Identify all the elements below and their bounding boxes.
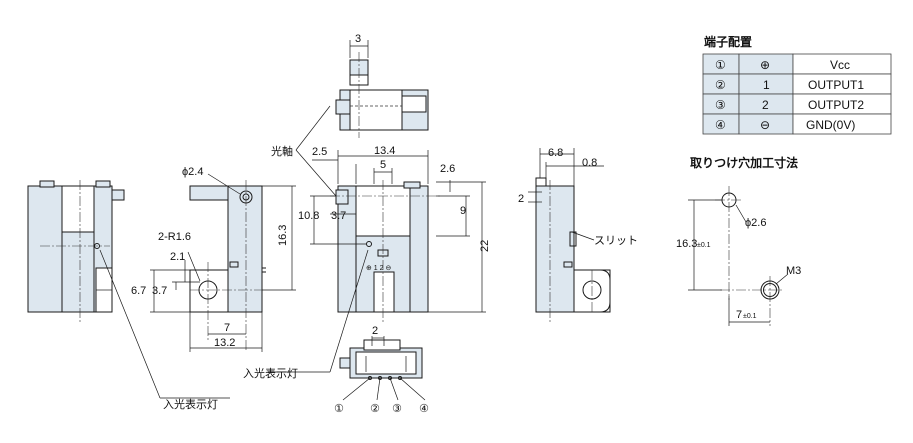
terminal-table-title: 端子配置 bbox=[704, 34, 752, 49]
mount-horizontal-tol: ±0.1 bbox=[743, 313, 757, 320]
dim-top-3: 3 bbox=[355, 33, 361, 45]
mount-vertical: 16.3 bbox=[676, 238, 697, 250]
table-row-2-no: ② bbox=[715, 78, 726, 92]
dim-2-r1-6: 2-R1.6 bbox=[158, 231, 191, 243]
dim-13-2: 13.2 bbox=[214, 337, 235, 349]
side-view bbox=[150, 173, 296, 352]
mount-hole-dia: ϕ2.6 bbox=[745, 217, 766, 229]
table-row-2-mark: 1 bbox=[763, 78, 770, 92]
mount-horizontal: 7 bbox=[736, 309, 742, 321]
mounting-hole-diagram bbox=[688, 186, 789, 326]
optical-axis-label: 光軸 bbox=[271, 144, 293, 158]
dim-2-1: 2.1 bbox=[170, 251, 185, 263]
dim-9: 9 bbox=[460, 205, 466, 217]
dim-7: 7 bbox=[224, 322, 230, 334]
pin-4: ④ bbox=[419, 403, 429, 415]
table-row-3-signal: OUTPUT2 bbox=[808, 98, 864, 112]
table-row-1-no: ① bbox=[715, 58, 726, 72]
terminal-table bbox=[702, 53, 892, 135]
dim-phi2-4: ϕ2.4 bbox=[182, 166, 203, 178]
table-row-2-signal: OUTPUT1 bbox=[808, 78, 864, 92]
table-row-4-no: ④ bbox=[715, 118, 726, 132]
mount-screw: M3 bbox=[786, 265, 801, 277]
dim-3-7b: 3.7 bbox=[152, 285, 167, 297]
front-view bbox=[268, 105, 486, 373]
dim-13-4: 13.4 bbox=[374, 145, 395, 157]
table-row-1-signal: Vcc bbox=[830, 58, 850, 72]
pin-marks: ⊕ 1 2 ⊖ bbox=[366, 265, 391, 272]
right-side-view bbox=[528, 148, 611, 322]
dim-6-8: 6.8 bbox=[548, 147, 563, 159]
slit-label: スリット bbox=[594, 235, 638, 247]
dim-10-8: 10.8 bbox=[298, 210, 319, 222]
dim-bottom-2: 2 bbox=[372, 325, 378, 337]
dim-2-5: 2.5 bbox=[312, 146, 327, 158]
top-view bbox=[335, 40, 429, 138]
pin-2: ② bbox=[370, 403, 380, 415]
table-row-3-no: ③ bbox=[715, 98, 726, 112]
left-view bbox=[27, 180, 230, 399]
pin-1: ① bbox=[334, 403, 344, 415]
dim-2: 2 bbox=[518, 193, 524, 205]
bottom-view bbox=[339, 336, 426, 401]
dim-22: 22 bbox=[479, 240, 491, 252]
mount-vertical-tol: ±0.1 bbox=[697, 242, 711, 249]
mounting-title: 取りつけ穴加工寸法 bbox=[690, 155, 798, 170]
pin-3: ③ bbox=[392, 403, 402, 415]
table-row-3-mark: 2 bbox=[762, 98, 769, 112]
indicator-label-center: 入光表示灯 bbox=[243, 366, 298, 380]
dim-6-7: 6.7 bbox=[131, 285, 146, 297]
dim-5: 5 bbox=[380, 159, 386, 171]
dim-0-8: 0.8 bbox=[582, 157, 597, 169]
table-row-4-signal: GND(0V) bbox=[806, 118, 855, 132]
indicator-label-left: 入光表示灯 bbox=[163, 397, 218, 411]
table-row-4-mark: ⊖ bbox=[760, 118, 770, 132]
dim-3-7: 3.7 bbox=[331, 210, 346, 222]
dim-2-6: 2.6 bbox=[440, 163, 455, 175]
table-row-1-mark: ⊕ bbox=[760, 58, 770, 72]
dim-16-3: 16.3 bbox=[277, 225, 289, 246]
